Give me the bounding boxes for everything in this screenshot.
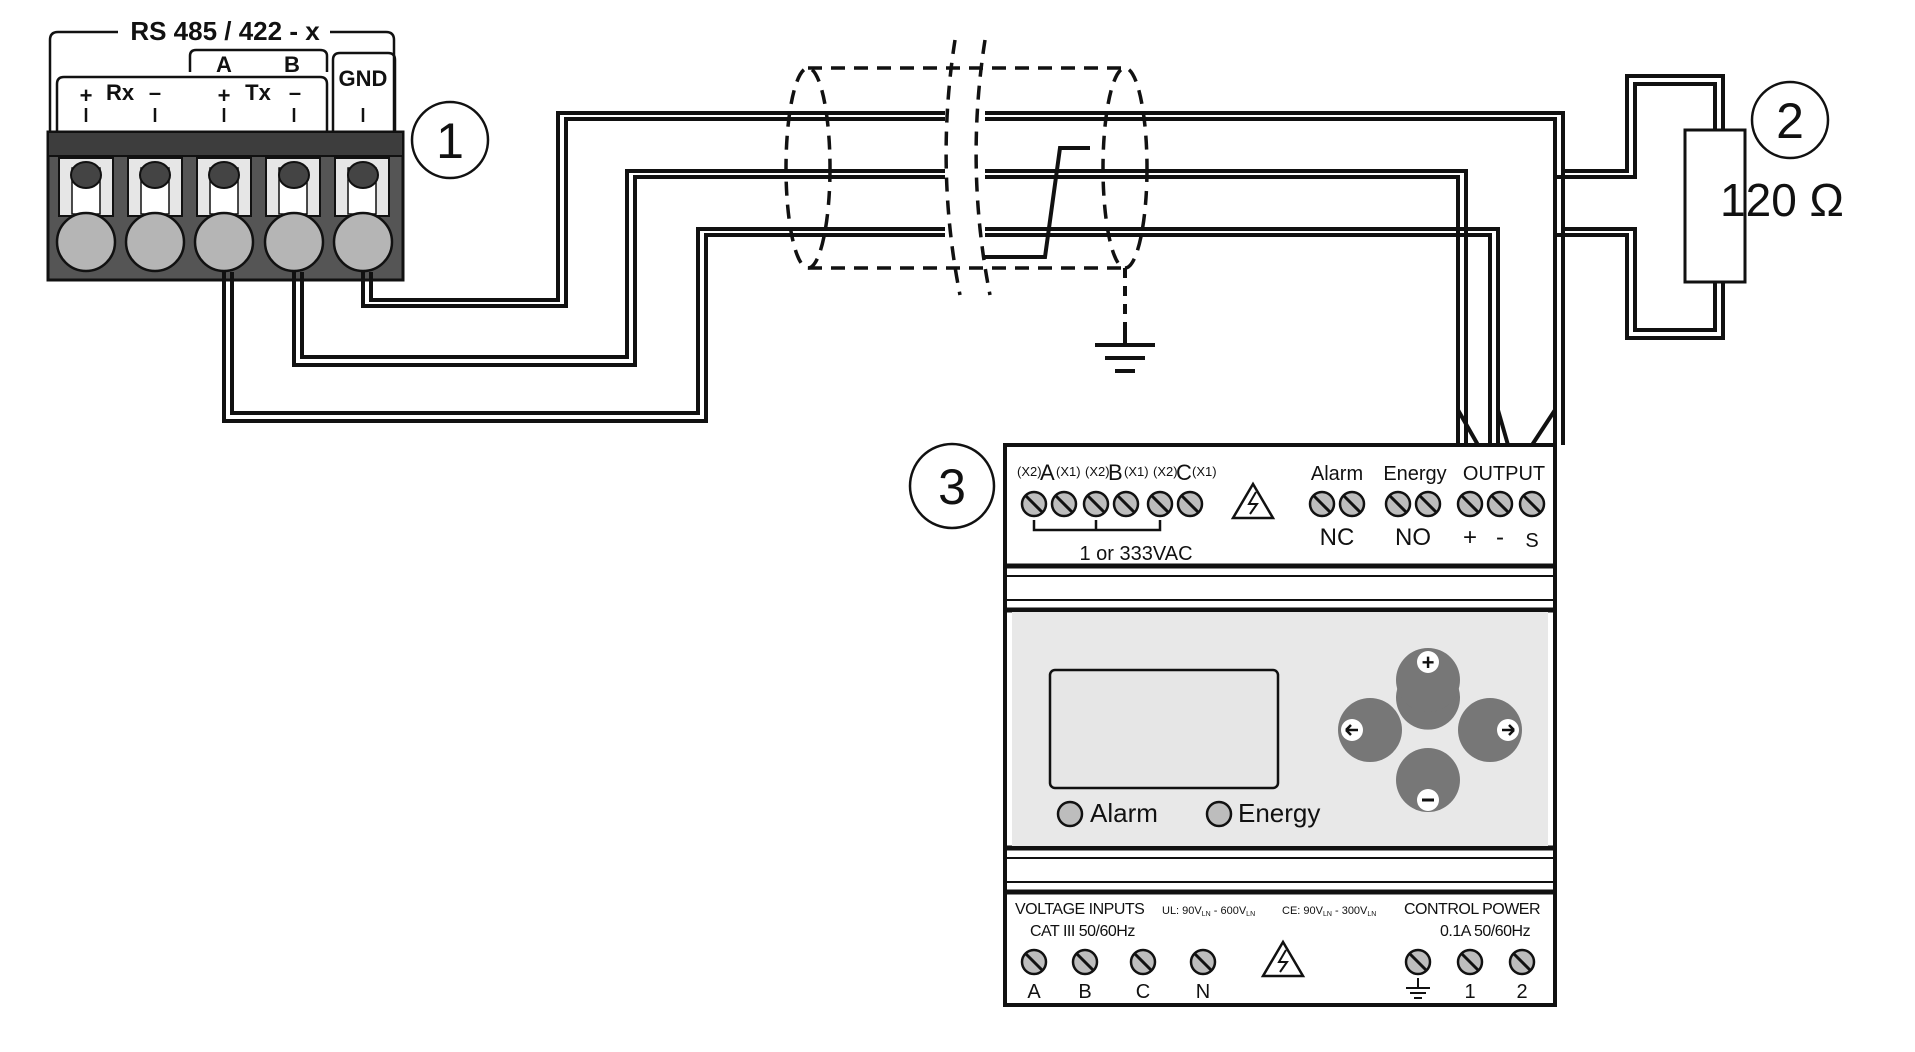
svg-text:(X2): (X2) — [1017, 464, 1042, 479]
ce-rating: CE: 90VLN - 300VLN — [1282, 905, 1376, 918]
connector-gnd-label: GND — [339, 66, 388, 91]
ct-input-label: 1 or 333VAC — [1079, 543, 1192, 565]
left-arrow-button[interactable] — [1338, 698, 1402, 762]
connector-rx-label: Rx — [106, 80, 135, 105]
earth-ground-icon — [1406, 978, 1430, 999]
din-rail-strips — [1005, 563, 1555, 895]
cat-rating: CAT III 50/60Hz — [1030, 923, 1135, 940]
connector-tx-label: Tx — [245, 80, 271, 105]
connector-title: RS 485 / 422 - x — [130, 16, 320, 46]
terminal-2-label: 2 — [1516, 981, 1527, 1003]
svg-text:(X1): (X1) — [1192, 464, 1217, 479]
termination-resistor: 120 Ω — [1555, 74, 1844, 340]
connector-rx-minus: – — [149, 80, 161, 105]
svg-text:+: + — [1422, 650, 1435, 675]
output-plus-label: + — [1463, 524, 1477, 551]
svg-text:Energy: Energy — [1238, 798, 1320, 828]
resistor-body — [1683, 128, 1747, 284]
svg-text:(X1): (X1) — [1056, 464, 1081, 479]
connector-a-label: A — [216, 52, 232, 77]
svg-text:2: 2 — [1776, 93, 1804, 149]
right-arrow-button[interactable] — [1458, 698, 1522, 762]
energy-led: Energy — [1205, 798, 1320, 828]
meter-input-wires — [1456, 408, 1557, 447]
svg-text:(X2): (X2) — [1153, 464, 1178, 479]
ct-input-bracket — [1032, 520, 1162, 532]
meter-top-terminals — [1020, 490, 1546, 518]
cable-shield — [808, 66, 1125, 270]
control-current-rating: 0.1A 50/60Hz — [1440, 923, 1531, 940]
cable-break-right — [974, 39, 992, 296]
energy-meter: (X2) A (X1) (X2) B (X1) (X2) C (X1) Alar… — [1003, 443, 1557, 1007]
connector-outer-bracket — [48, 30, 396, 138]
ground-symbol — [1095, 325, 1155, 373]
callout-1: 1 — [410, 100, 490, 180]
warning-icon — [1230, 481, 1276, 520]
nc-label: NC — [1320, 524, 1355, 551]
terminal-c-label: C — [1136, 981, 1150, 1003]
svg-text:(X2): (X2) — [1085, 464, 1110, 479]
output-s-label: S — [1525, 530, 1538, 552]
warning-icon-bottom — [1260, 939, 1306, 978]
shield-left-end — [784, 66, 832, 270]
svg-text:C: C — [1176, 460, 1192, 485]
connector-tx-minus: – — [289, 80, 301, 105]
svg-text:1: 1 — [436, 113, 464, 169]
no-label: NO — [1395, 524, 1431, 551]
terminal-b-label: B — [1078, 981, 1091, 1003]
svg-text:Alarm: Alarm — [1090, 798, 1158, 828]
alarm-led: Alarm — [1056, 798, 1158, 828]
connector-b-label: B — [284, 52, 300, 77]
terminal-a-label: A — [1027, 981, 1041, 1003]
cable-break-left — [944, 39, 962, 296]
svg-text:(X1): (X1) — [1124, 464, 1149, 479]
voltage-inputs-label: VOLTAGE INPUTS — [1015, 901, 1144, 918]
output-minus-label: - — [1496, 524, 1504, 551]
energy-relay-label: Energy — [1383, 463, 1446, 485]
twisted-pair-mark — [985, 146, 1090, 259]
callout-2: 2 — [1750, 80, 1830, 160]
terminal-1-label: 1 — [1464, 981, 1475, 1003]
svg-text:A: A — [1040, 460, 1055, 485]
shielded-cable — [784, 39, 1565, 445]
connector-top-rail — [47, 131, 404, 157]
svg-text:3: 3 — [938, 459, 966, 515]
meter-bottom-terminals — [1020, 948, 1536, 976]
terminal-n-label: N — [1196, 981, 1210, 1003]
connector-gnd-bracket — [331, 51, 397, 132]
ul-rating: UL: 90VLN - 600VLN — [1162, 905, 1255, 918]
control-power-label: CONTROL POWER — [1404, 901, 1540, 918]
callout-3: 3 — [908, 442, 996, 530]
connector-pins — [55, 157, 394, 273]
connector-ab-bracket — [188, 48, 329, 72]
connector-rx-tx-bracket — [55, 75, 329, 136]
lcd-display — [1048, 668, 1280, 790]
meter-top-labels: (X2) A (X1) (X2) B (X1) (X2) C (X1) Alar… — [1017, 460, 1545, 485]
plus-button[interactable]: + — [1395, 648, 1461, 730]
rs485-connector: RS 485 / 422 - x A B Rx Tx GND + – + – — [46, 16, 405, 282]
shield-right-end — [1101, 66, 1149, 270]
minus-button[interactable] — [1396, 748, 1460, 812]
output-label: OUTPUT — [1463, 463, 1545, 485]
connector-rx-plus: + — [80, 83, 93, 108]
alarm-relay-label: Alarm — [1311, 463, 1363, 485]
connector-pin-ticks — [84, 108, 365, 122]
svg-text:B: B — [1108, 460, 1123, 485]
meter-bottom-labels: VOLTAGE INPUTS UL: 90VLN - 600VLN CE: 90… — [1015, 901, 1541, 940]
connector-wires — [222, 111, 945, 423]
resistor-value: 120 Ω — [1720, 174, 1844, 226]
connector-tx-plus: + — [218, 83, 231, 108]
